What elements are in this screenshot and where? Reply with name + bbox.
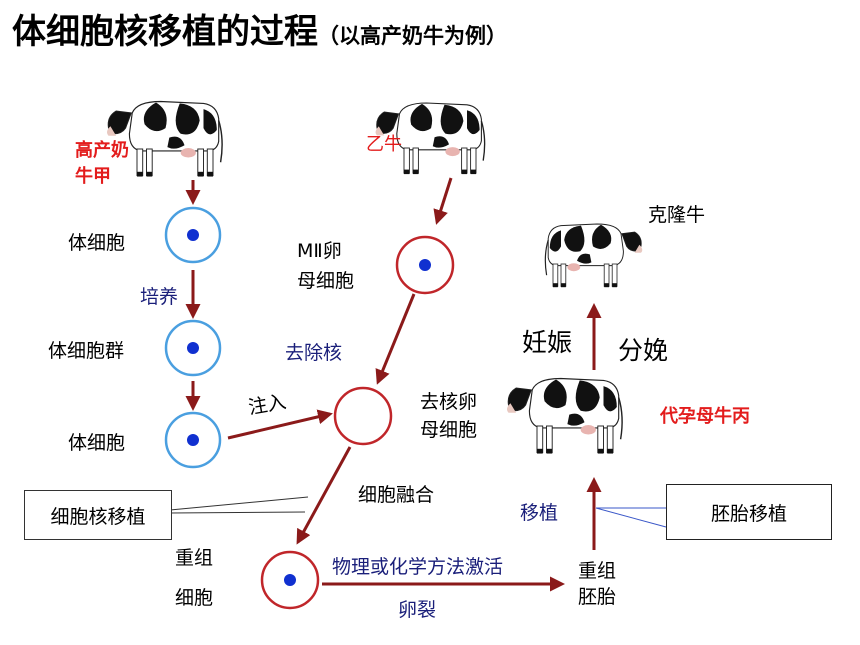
- callout-nuclear-transfer-text: 细胞核移植: [50, 505, 146, 528]
- callout-lines: [169, 496, 309, 514]
- label-cow-a: 高产奶 牛甲: [75, 140, 129, 187]
- oocyte-cell: [395, 235, 455, 295]
- callout-embryo-transfer: 胚胎移植: [666, 484, 832, 540]
- flow-arrows: [185, 177, 602, 592]
- title-main: 体细胞核移植的过程: [12, 12, 318, 52]
- label-reconstructed-cell: 重组 细胞: [175, 547, 214, 609]
- enucleated-oocyte-cell: [333, 386, 393, 446]
- label-transplant: 移植: [520, 502, 559, 524]
- label-cell-group: 体细胞群: [48, 340, 125, 362]
- title-subtitle: （以高产奶牛为例）: [318, 24, 507, 48]
- label-cow-b: 乙牛: [366, 134, 402, 155]
- label-enucleation: 去除核: [285, 342, 343, 364]
- label-reconstructed-embryo: 重组 胚胎: [578, 560, 617, 608]
- somatic-cell-1: [164, 206, 222, 264]
- label-enucleated-oocyte: 去核卵 母细胞: [420, 391, 478, 441]
- label-activation: 物理或化学方法激活: [332, 556, 504, 578]
- calf-icon: [544, 223, 643, 288]
- embryo-callout-lines: [595, 507, 667, 528]
- somatic-cell-2: [164, 411, 222, 469]
- cow-icon: [506, 377, 623, 455]
- label-fusion: 细胞融合: [358, 484, 435, 506]
- callout-nuclear-transfer: 细胞核移植: [24, 490, 172, 540]
- label-pregnancy: 妊娠: [522, 328, 573, 357]
- label-birth: 分娩: [618, 336, 669, 365]
- label-cleavage: 卵裂: [398, 599, 437, 621]
- somatic-cell-group: [164, 319, 222, 377]
- label-oocyte: MⅡ卵 母细胞: [297, 240, 355, 292]
- label-somatic-cell-2: 体细胞: [68, 432, 126, 454]
- label-somatic-cell-1: 体细胞: [68, 232, 126, 254]
- callout-embryo-transfer-text: 胚胎移植: [710, 502, 787, 525]
- label-surrogate: 代孕母牛丙: [660, 406, 750, 427]
- reconstructed-cell: [260, 550, 320, 610]
- label-clone: 克隆牛: [648, 204, 706, 226]
- page-title: 体细胞核移植的过程（以高产奶牛为例）: [12, 4, 507, 53]
- label-culture: 培养: [140, 286, 179, 308]
